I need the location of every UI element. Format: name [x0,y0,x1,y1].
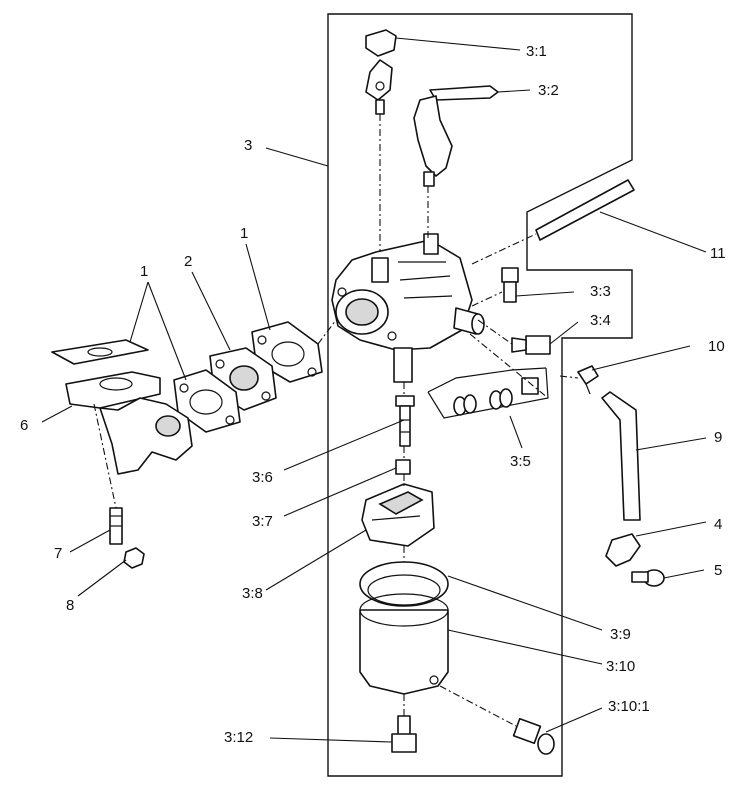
clip-screw [631,569,665,587]
callout-3-10: 3:10 [606,658,635,675]
adjust-screw [511,335,551,355]
callout-labels: 3:1 3:2 3 11 1 1 2 3:3 3:4 10 6 9 3:5 3:… [20,43,726,746]
hose-clamp [577,365,599,395]
drain-screw [512,717,555,755]
callout-4: 4 [714,516,722,533]
spring-set [427,367,549,419]
stud [535,179,635,241]
callout-2: 2 [184,253,192,270]
callout-3-3: 3:3 [590,283,611,300]
alignment-lines [93,114,579,727]
callout-3-9: 3:9 [610,626,631,643]
callout-3: 3 [244,137,252,154]
manifold-nut [123,547,145,569]
emulsion-tube [395,395,415,447]
callout-3-7: 3:7 [252,513,273,530]
leader-lines [41,37,707,743]
callout-11: 11 [710,245,726,262]
callout-3-2: 3:2 [538,82,559,99]
throttle-lever [413,85,499,187]
float [361,483,435,547]
callout-9: 9 [714,429,722,446]
callout-1-left: 1 [140,263,148,280]
callout-5: 5 [714,562,722,579]
choke-lever [365,29,397,115]
callout-7: 7 [54,545,62,562]
gasket-1-left [51,339,149,365]
callout-3-12: 3:12 [224,729,253,746]
callout-6: 6 [20,417,28,434]
clip [605,533,641,567]
callout-10: 10 [708,338,725,355]
callout-3-4: 3:4 [590,312,611,329]
main-jet [395,459,411,475]
callout-8: 8 [66,597,74,614]
callout-3-6: 3:6 [252,469,273,486]
callout-3-1: 3:1 [526,43,547,60]
assembly-frame [327,13,633,777]
callout-1-right: 1 [240,225,248,242]
manifold-bolt [109,507,123,545]
carburetor-body [331,233,485,383]
idle-screw [501,267,519,303]
fuel-hose [601,391,641,521]
callout-3-10-1: 3:10:1 [608,698,650,715]
float-bowl [359,593,449,695]
intake-manifold [65,371,193,475]
callout-3-5: 3:5 [510,453,531,470]
callout-3-8: 3:8 [242,585,263,602]
bowl-bolt [391,715,417,753]
bowl-gasket [359,561,449,607]
